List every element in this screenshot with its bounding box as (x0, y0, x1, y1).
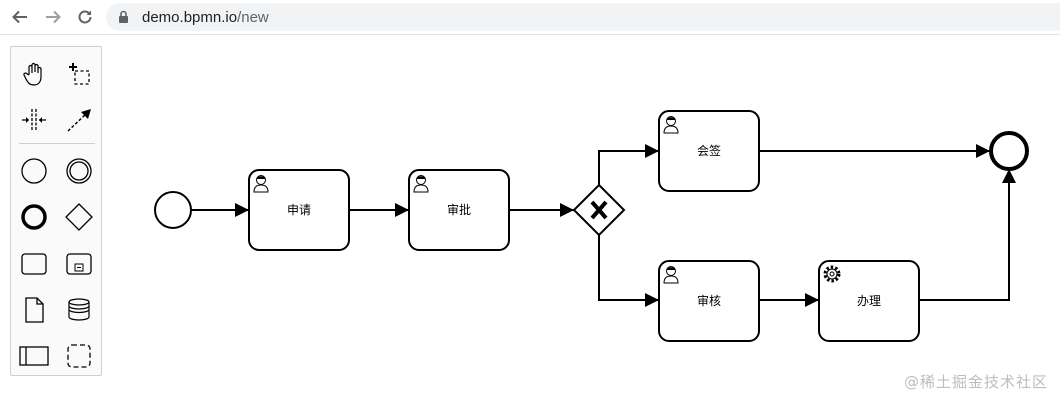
user-task-icon (253, 175, 269, 193)
lock-icon[interactable] (118, 10, 129, 29)
participant-icon[interactable] (17, 339, 51, 373)
address-bar[interactable]: demo.bpmn.io/new (106, 3, 1060, 31)
lasso-tool-icon[interactable] (62, 57, 96, 91)
task-icon[interactable] (17, 247, 51, 281)
sequence-flows (191, 144, 1016, 307)
flow-gateway-to-review[interactable] (598, 235, 659, 307)
data-object-icon[interactable] (17, 293, 51, 327)
start-event[interactable] (154, 191, 192, 229)
task-review[interactable] (658, 260, 760, 342)
browser-toolbar: demo.bpmn.io/new (0, 0, 1060, 35)
url-host: demo.bpmn.io (142, 9, 238, 26)
gateway-icon[interactable] (62, 200, 96, 234)
gateway-x-marker (590, 200, 608, 220)
watermark: @稀土掘金技术社区 (903, 373, 1048, 391)
start-event-icon[interactable] (17, 154, 51, 188)
palette-separator (19, 143, 95, 144)
task-handle[interactable] (818, 260, 920, 342)
hand-tool-icon[interactable] (17, 57, 51, 91)
intermediate-event-icon[interactable] (62, 154, 96, 188)
task-handle-label: 办理 (856, 294, 881, 308)
user-task-icon (663, 116, 679, 134)
task-approve[interactable] (408, 169, 510, 251)
task-apply-label: 申请 (286, 203, 311, 217)
space-tool-icon[interactable] (17, 103, 51, 137)
subprocess-icon[interactable] (62, 247, 96, 281)
end-event-icon[interactable] (17, 200, 51, 234)
back-arrow-icon[interactable] (8, 5, 32, 29)
global-connect-tool-icon[interactable] (62, 103, 96, 137)
forward-arrow-icon[interactable] (41, 5, 65, 29)
task-countersign[interactable] (658, 110, 760, 192)
task-apply[interactable] (248, 169, 350, 251)
task-review-label: 审核 (696, 294, 721, 308)
flow-handle-to-end[interactable] (919, 169, 1016, 301)
tool-palette (10, 46, 102, 376)
url-text[interactable]: demo.bpmn.io/new (142, 9, 269, 26)
url-path: /new (237, 9, 269, 26)
service-task-gear-icon (823, 265, 841, 283)
user-task-icon (413, 175, 429, 193)
end-event[interactable] (989, 131, 1029, 171)
diagram-canvas[interactable]: 申请 审批 会签 审核 办理 (0, 36, 1060, 404)
flow-gateway-to-countersign[interactable] (598, 144, 659, 185)
user-task-icon (663, 266, 679, 284)
task-countersign-label: 会签 (696, 144, 721, 158)
task-approve-label: 审批 (446, 203, 471, 217)
group-icon[interactable] (62, 339, 96, 373)
reload-icon[interactable] (73, 5, 97, 29)
data-store-icon[interactable] (62, 293, 96, 327)
